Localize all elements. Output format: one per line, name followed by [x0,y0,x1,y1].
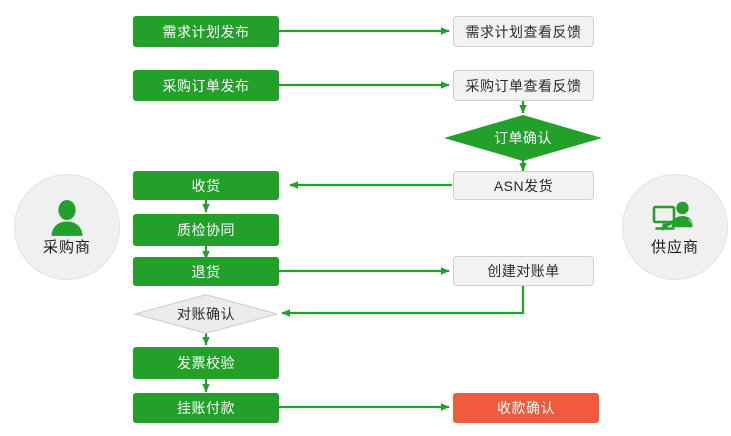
node-asn-shipment[interactable]: ASN发货 [453,171,594,200]
node-statement-confirm[interactable]: 对账确认 [134,294,278,334]
person-at-computer-icon [652,199,698,239]
node-demand-plan-feedback[interactable]: 需求计划查看反馈 [453,16,594,47]
node-po-publish[interactable]: 采购订单发布 [133,70,279,101]
node-po-feedback[interactable]: 采购订单查看反馈 [453,70,594,101]
node-order-confirm[interactable]: 订单确认 [444,115,602,161]
actor-buyer-label: 采购商 [42,239,91,256]
node-invoice-check[interactable]: 发票校验 [133,347,279,379]
actor-supplier-label: 供应商 [650,239,699,256]
actor-buyer[interactable]: 采购商 [14,174,120,280]
diamond-shape-green [444,115,602,161]
actor-supplier[interactable]: 供应商 [622,174,728,280]
person-icon [44,199,90,239]
node-receive-goods[interactable]: 收货 [133,171,279,200]
node-statement-confirm-label: 对账确认 [177,306,235,322]
node-payable-payment[interactable]: 挂账付款 [133,393,279,423]
node-quality-collab[interactable]: 质检协同 [133,214,279,246]
edge-statement-to-confirm [281,286,525,317]
node-return-goods[interactable]: 退货 [133,257,279,286]
node-order-confirm-label: 订单确认 [494,130,552,146]
node-create-statement[interactable]: 创建对账单 [453,256,594,286]
node-receipt-confirm[interactable]: 收款确认 [453,393,599,423]
node-demand-plan-publish[interactable]: 需求计划发布 [133,16,279,47]
